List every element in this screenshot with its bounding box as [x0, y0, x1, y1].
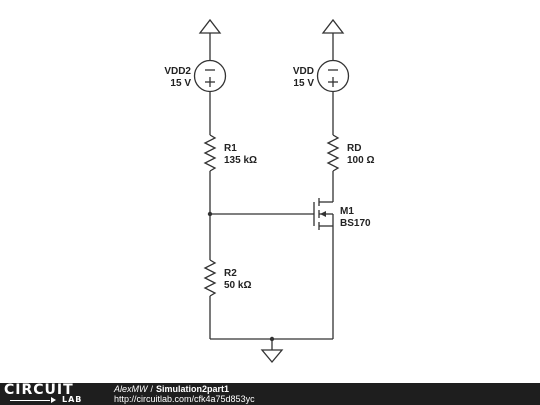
logo-diode-icon — [51, 397, 56, 403]
vdd-supply-arrow — [321, 18, 345, 60]
r2-value-label: 50 kΩ — [224, 280, 251, 291]
vdd2-value-label: 15 V — [170, 78, 191, 89]
vdd2-supply-arrow — [198, 18, 222, 60]
path-separator: / — [150, 384, 154, 394]
circuit-schematic: VDD2 15 V VDD 15 V R1 135 kΩ RD 100 Ω M1… — [164, 18, 374, 364]
m1-value-label: BS170 — [340, 218, 371, 229]
logo-text-lab: LAB — [62, 395, 83, 404]
r1-name-label: R1 — [224, 143, 237, 154]
r1-value-label: 135 kΩ — [224, 155, 257, 166]
mosfet-m1[interactable] — [313, 197, 334, 230]
circuit-title[interactable]: Simulation2part1 — [156, 384, 230, 394]
resistor-r1[interactable] — [203, 134, 217, 172]
vdd2-voltage-source[interactable] — [193, 59, 227, 93]
logo-wire-line — [10, 400, 50, 401]
circuitlab-logo[interactable]: CIRCUIT LAB — [4, 382, 104, 404]
resistor-rd[interactable] — [326, 134, 340, 172]
vdd2-name-label: VDD2 — [164, 66, 191, 77]
rd-name-label: RD — [347, 143, 361, 154]
footer-bar: CIRCUIT LAB AlexMW/Simulation2part1 http… — [0, 383, 540, 405]
ground-symbol — [260, 349, 284, 364]
author-name[interactable]: AlexMW — [114, 384, 148, 394]
vdd-name-label: VDD — [293, 66, 314, 77]
circuit-url[interactable]: http://circuitlab.com/cfk4a75d853yc — [114, 394, 255, 404]
footer-meta: AlexMW/Simulation2part1 http://circuitla… — [114, 384, 255, 404]
rd-value-label: 100 Ω — [347, 155, 374, 166]
resistor-r2[interactable] — [203, 259, 217, 297]
m1-name-label: M1 — [340, 206, 354, 217]
vdd-value-label: 15 V — [293, 78, 314, 89]
vdd-voltage-source[interactable] — [316, 59, 350, 93]
logo-text-circuit: CIRCUIT — [4, 382, 74, 398]
r2-name-label: R2 — [224, 268, 237, 279]
